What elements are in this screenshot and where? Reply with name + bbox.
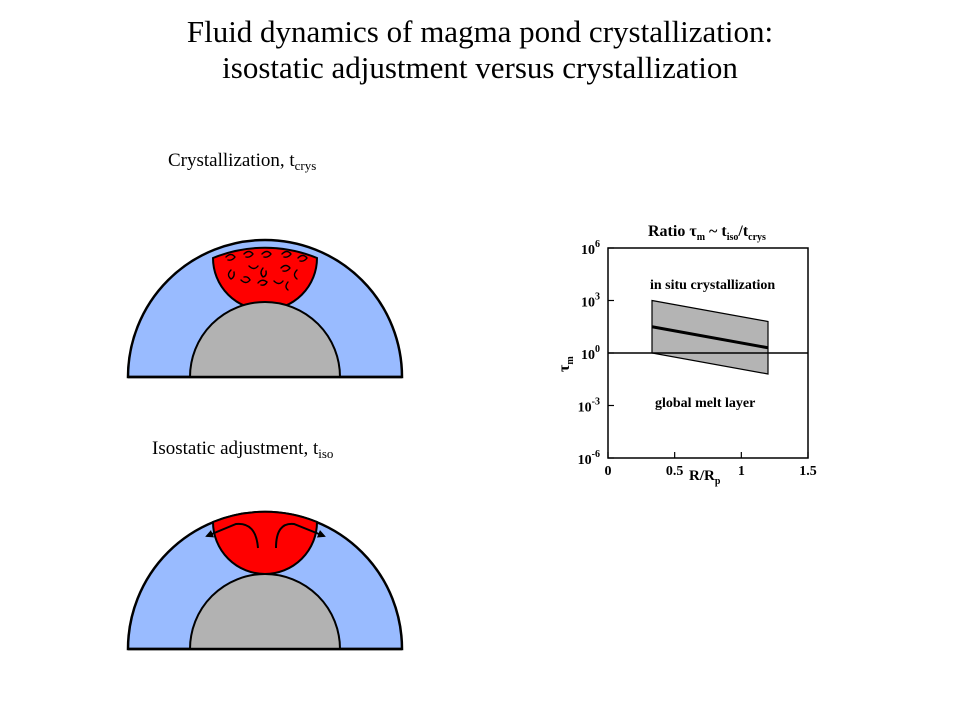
isostatic-planet [126, 510, 404, 651]
y-tick-label: 10-3 [578, 397, 600, 416]
y-axis-label: τm [556, 356, 576, 372]
core [188, 301, 342, 378]
ratio-curve [651, 325, 769, 350]
x-tick-label: 1.5 [799, 464, 817, 479]
flow-arrow-right [275, 522, 326, 549]
x-tick-label: 0 [605, 464, 612, 479]
crystallization-label: Crystallization, tcrys [168, 150, 317, 173]
annotation-upper: in situ crystallization [650, 278, 775, 293]
y-tick-label: 103 [581, 292, 600, 311]
convection-swirls [225, 250, 308, 291]
chart-title: Ratio τm ~ tiso/tcrys [648, 223, 766, 243]
crystallization-planet [126, 238, 404, 379]
magma-pond [211, 510, 319, 575]
ratio-chart: Ratio τm ~ tiso/tcrys 0 0.5 1 1.5 10-6 10-3 1… [556, 223, 817, 487]
core [188, 573, 342, 650]
x-axis-label: R/Rp [689, 468, 721, 487]
isostatic-label: Isostatic adjustment, tiso [152, 438, 334, 461]
y-tick-label: 100 [581, 344, 600, 363]
slide-title-line1: Fluid dynamics of magma pond crystalliza… [186, 14, 774, 49]
magma-pond [211, 246, 319, 311]
flow-arrow-left [205, 522, 259, 549]
x-tick-label: 1 [738, 464, 745, 479]
x-tick-label: 0.5 [666, 464, 684, 479]
y-tick-label: 106 [581, 239, 600, 258]
y-tick-label: 10-6 [578, 449, 600, 468]
slide-title: Fluid dynamics of magma pond crystalliza… [0, 14, 960, 86]
slide-title-line2: isostatic adjustment versus crystallizat… [222, 50, 738, 85]
annotation-lower: global melt layer [655, 396, 755, 411]
